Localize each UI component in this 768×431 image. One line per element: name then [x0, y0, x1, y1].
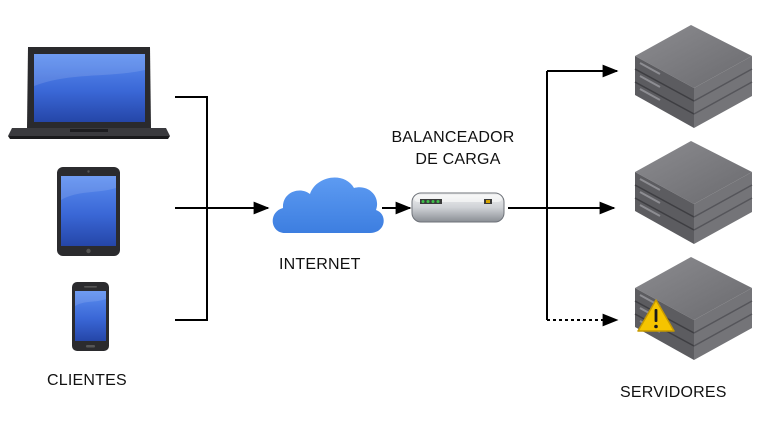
internet-label: INTERNET	[279, 256, 361, 273]
server-rack-icon	[634, 141, 753, 244]
cloud-icon	[272, 177, 384, 233]
clients-label: CLIENTES	[47, 372, 127, 389]
load-balancer-label-line2: DE CARGA	[415, 151, 501, 168]
load-balancer-label: BALANCEADOR DE CARGA	[378, 127, 528, 171]
smartphone-icon	[72, 282, 109, 351]
laptop-icon	[8, 47, 170, 139]
client-connector-lines	[175, 96, 270, 321]
servers-label: SERVIDORES	[620, 384, 727, 401]
load-balancer-device-icon	[411, 192, 505, 223]
balancer-to-servers-lines	[508, 64, 619, 327]
warning-icon	[637, 299, 675, 332]
load-balancer-label-line1: BALANCEADOR	[391, 129, 515, 146]
server-rack-icon	[634, 25, 753, 128]
tablet-icon	[57, 167, 120, 256]
